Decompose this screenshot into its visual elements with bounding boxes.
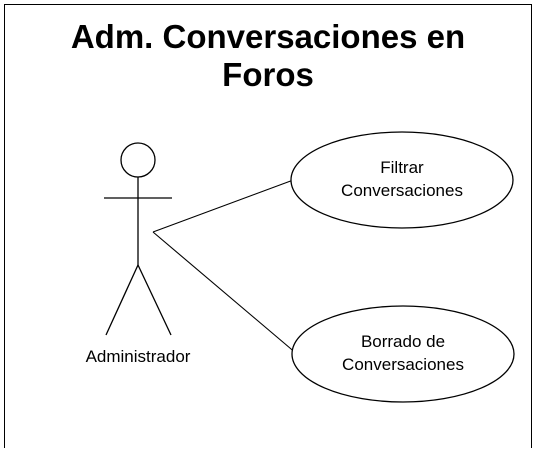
frame-right-border	[531, 4, 532, 448]
association-line-filtrar	[152, 178, 297, 233]
use-case-filtrar-line-1: Filtrar	[380, 158, 424, 177]
diagram-title-line-1: Adm. Conversaciones en	[70, 18, 466, 55]
use-case-filtrar-ellipse	[290, 131, 514, 229]
use-case-borrado: Borrado de Conversaciones	[291, 305, 515, 403]
association-line-borrado	[152, 231, 298, 355]
use-case-filtrar-line-2: Conversaciones	[341, 181, 463, 200]
actor-right-leg	[137, 264, 172, 336]
frame-left-border	[4, 4, 5, 448]
use-case-filtrar: Filtrar Conversaciones	[290, 131, 514, 229]
diagram-title: Adm. Conversaciones en Foros	[10, 18, 526, 94]
use-case-borrado-line-2: Conversaciones	[342, 355, 464, 374]
actor-label: Administrador	[86, 347, 191, 366]
use-case-borrado-ellipse	[291, 305, 515, 403]
use-case-borrado-line-1: Borrado de	[361, 332, 445, 351]
actor-left-leg	[105, 264, 139, 336]
frame-top-border	[4, 4, 532, 5]
diagram-title-line-2: Foros	[222, 56, 314, 93]
actor-head	[120, 142, 156, 178]
actor-stick-figure	[104, 142, 172, 336]
